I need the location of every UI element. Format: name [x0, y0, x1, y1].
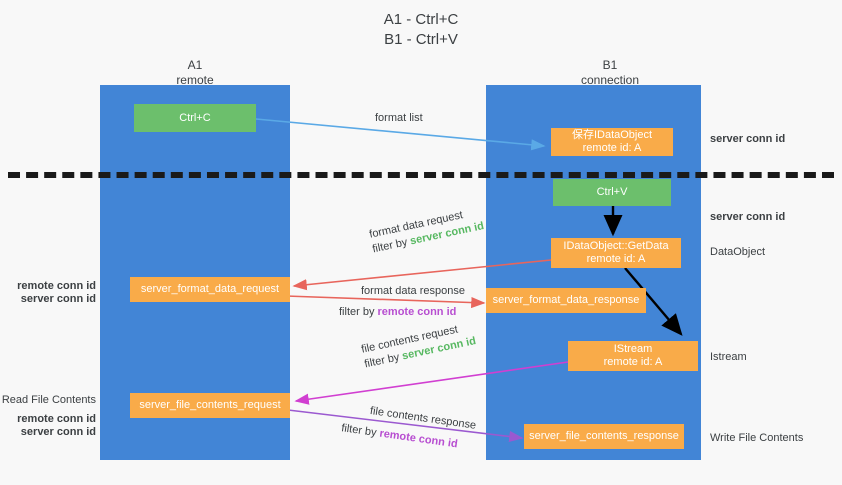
title-line-1: A1 - Ctrl+C — [383, 11, 459, 28]
node-server-file-contents-response[interactable]: server_file_contents_response — [524, 424, 684, 449]
title-line-2: B1 - Ctrl+V — [384, 31, 458, 48]
edge-file-contents-response-filter-prefix: filter by — [340, 422, 381, 440]
annotation-read-file-contents: Read File Contents — [1, 394, 96, 406]
arrow-getdata-to-istream — [624, 267, 683, 336]
node-istream-line1: IStream — [613, 343, 653, 355]
node-save-idataobject-line1: 保存IDataObject — [571, 129, 653, 141]
annotation-server-conn-id-2: server conn id — [20, 426, 96, 438]
node-server-file-contents-request[interactable]: server_file_contents_request — [130, 393, 290, 418]
annotation-server-conn-id-1: server conn id — [20, 293, 96, 305]
node-idataobject-getdata[interactable]: IDataObject::GetData remote id: A — [551, 238, 681, 268]
node-server-format-data-response-label: server_format_data_response — [492, 294, 640, 306]
node-save-idataobject[interactable]: 保存IDataObject remote id: A — [551, 128, 673, 156]
column-a1-name: A1 — [187, 58, 203, 72]
node-server-file-contents-response-label: server_file_contents_response — [529, 430, 679, 442]
arrow-format-list — [255, 118, 546, 151]
node-ctrl-c-label: Ctrl+C — [179, 111, 211, 124]
arrow-format-data-response — [285, 295, 486, 309]
annotation-remote-conn-id-1: remote conn id — [17, 280, 96, 292]
arrow-file-contents-request — [294, 361, 569, 405]
node-server-format-data-request-label: server_format_data_request — [140, 283, 280, 295]
node-getdata-line1: IDataObject::GetData — [563, 240, 669, 252]
arrow-file-contents-response — [287, 409, 524, 443]
annotation-server-conn-id-top: server conn id — [710, 133, 786, 145]
column-b1-sub: connection — [580, 73, 640, 87]
annotation-write-file-contents: Write File Contents — [710, 432, 804, 444]
edge-format-data-response-line2: filter by remote conn id — [339, 305, 465, 320]
edge-label-format-data-response: format data response filter by remote co… — [339, 284, 465, 320]
diagram-title: A1 - Ctrl+C B1 - Ctrl+V — [0, 10, 842, 50]
edge-format-data-response-line1: format data response — [361, 285, 465, 297]
edge-label-format-list: format list — [375, 111, 423, 126]
column-a1-sub: remote — [176, 73, 214, 87]
node-istream[interactable]: IStream remote id: A — [568, 341, 698, 371]
edge-format-data-response-filter-prefix: filter by — [339, 306, 378, 318]
arrow-format-data-request — [292, 259, 552, 291]
node-ctrl-v[interactable]: Ctrl+V — [553, 179, 671, 206]
edge-format-data-response-filter-key: remote conn id — [377, 306, 457, 318]
node-ctrl-v-label: Ctrl+V — [596, 186, 628, 198]
node-server-format-data-request[interactable]: server_format_data_request — [130, 277, 290, 302]
annotation-server-conn-id-mid: server conn id — [710, 211, 786, 223]
phase-divider — [8, 172, 834, 178]
column-header-a1: A1 remote — [115, 58, 275, 88]
node-server-file-contents-request-label: server_file_contents_request — [139, 399, 281, 411]
node-ctrl-c[interactable]: Ctrl+C — [134, 104, 256, 132]
column-header-b1: B1 connection — [530, 58, 690, 88]
annotation-istream: Istream — [710, 351, 747, 363]
annotation-remote-conn-id-2: remote conn id — [17, 413, 96, 425]
edge-label-format-list-text: format list — [375, 112, 423, 124]
node-getdata-line2: remote id: A — [586, 253, 646, 265]
column-b1-name: B1 — [602, 58, 618, 72]
node-server-format-data-response[interactable]: server_format_data_response — [486, 288, 646, 313]
node-save-idataobject-line2: remote id: A — [582, 142, 642, 154]
annotation-dataobject: DataObject — [710, 246, 766, 258]
node-istream-line2: remote id: A — [603, 356, 663, 368]
